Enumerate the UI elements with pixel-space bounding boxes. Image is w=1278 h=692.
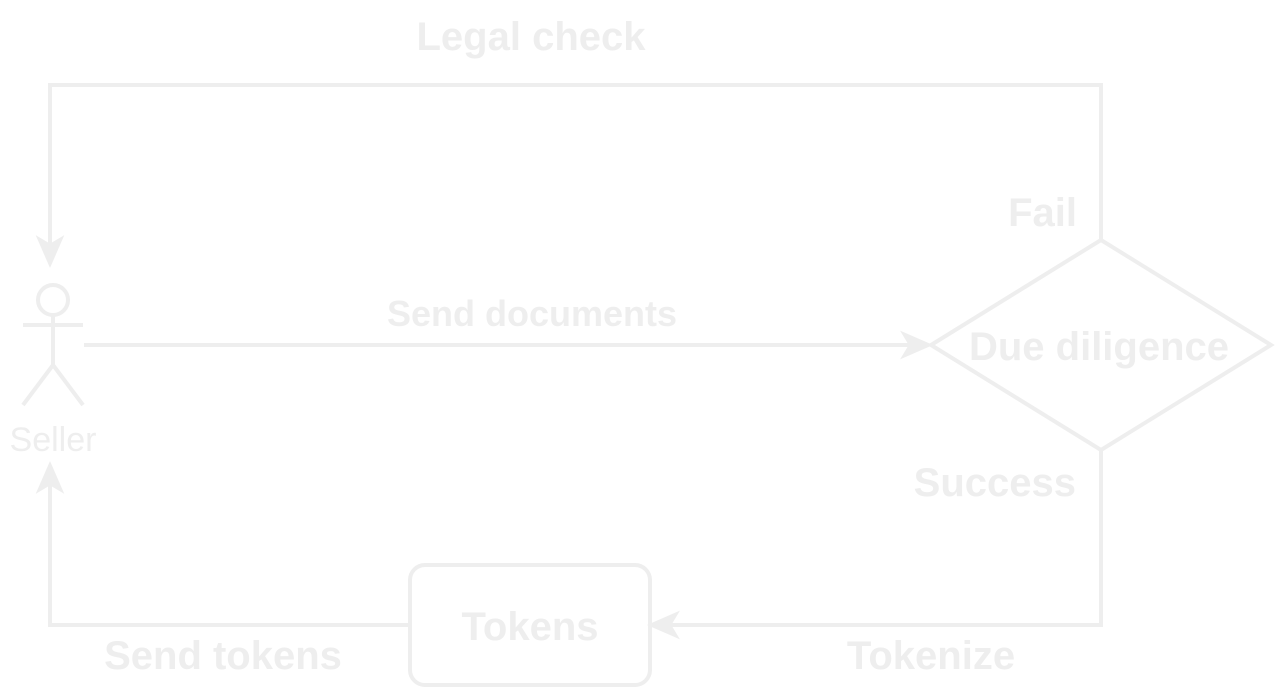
edge-send-tokens [35,460,410,627]
process-tokens: Tokens [408,563,652,687]
label-fail: Fail [1008,191,1077,235]
edge-tokenize-line [667,450,1103,627]
edge-legal-check [35,83,1103,269]
arrow-up-icon [35,460,65,494]
edge-legal-check-line [48,83,1103,248]
label-send-tokens: Send tokens [104,634,342,678]
edge-send-documents [84,330,934,360]
arrow-left-icon [646,610,680,640]
process-label: Tokens [461,605,598,649]
process-box [408,563,652,687]
decision-label: Due diligence [969,325,1229,369]
label-tokenize: Tokenize [847,634,1015,678]
edge-tokenize [646,450,1103,640]
edge-send-tokens-line [48,480,410,627]
decision-diamond [927,237,1275,453]
label-legal-check: Legal check [416,15,646,59]
label-success: Success [914,461,1076,505]
actor-label: Seller [10,421,97,459]
arrow-down-icon [35,235,65,269]
stick-figure-icon [21,283,85,407]
arrow-right-icon [900,330,934,360]
label-send-documents: Send documents [387,293,677,334]
decision-due-diligence: Due diligence [927,237,1275,453]
actor-seller: Seller [10,283,97,459]
